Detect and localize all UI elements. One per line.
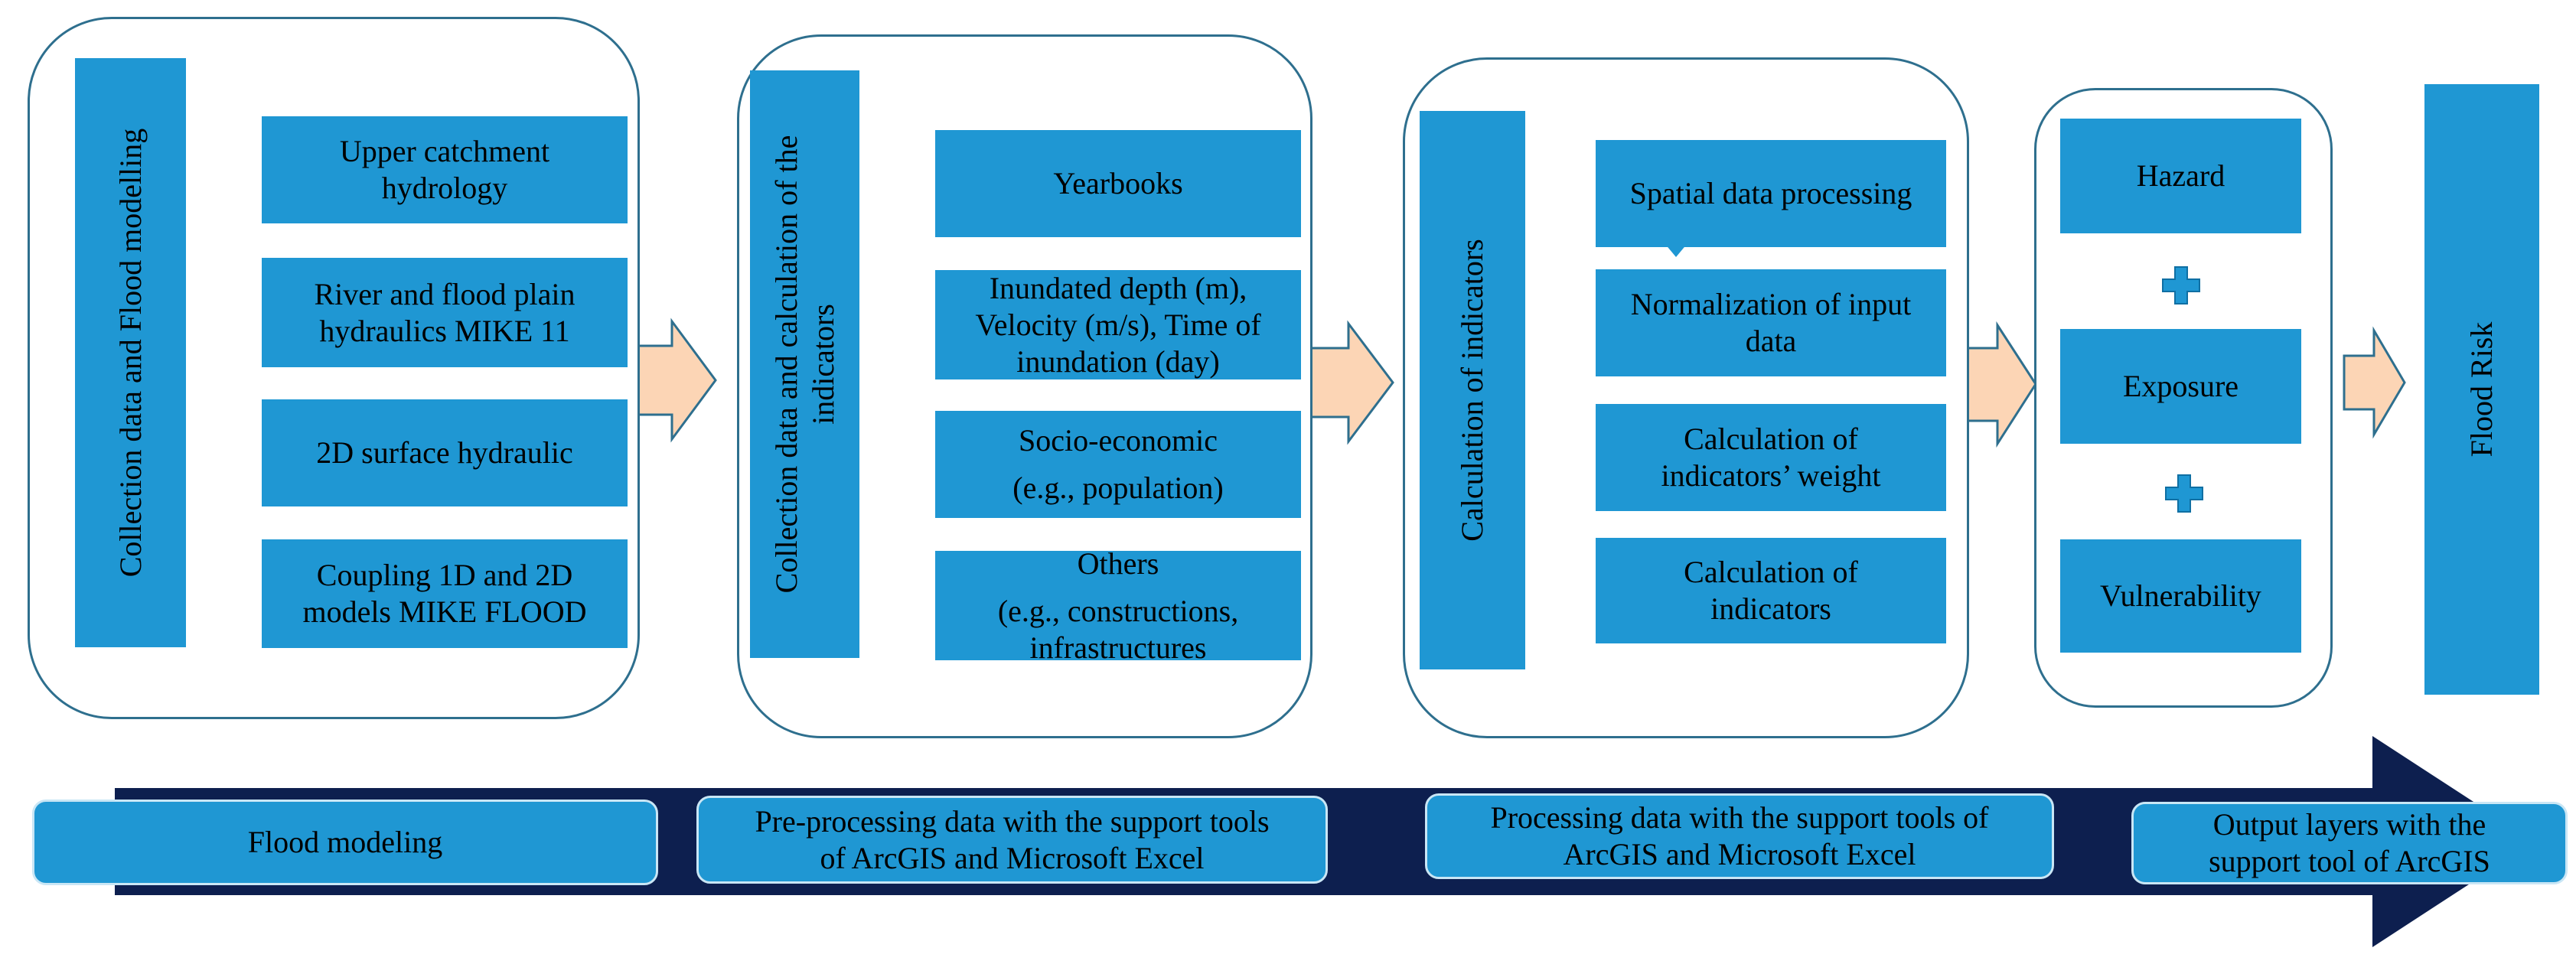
stage-pre-processing: Pre-processing data with the support too… [696,796,1328,884]
col1-title: Collection data and Flood modelling [112,128,148,578]
flood-risk-label: Flood Risk [2464,321,2499,458]
col3-item-1: Spatial data processing [1596,140,1946,247]
col2-item-3: Socio-economic(e.g., population) [935,411,1301,518]
col2-item-1: Yearbooks [935,130,1301,237]
col2-item-2: Inundated depth (m),Velocity (m/s), Time… [935,270,1301,379]
flow-arrow-4 [2343,326,2406,439]
col1-title-box: Collection data and Flood modelling [75,58,186,647]
vulnerability-box: Vulnerability [2060,539,2301,653]
flood-risk-box: Flood Risk [2424,84,2539,695]
col2-item-4: Others(e.g., constructions,infrastructur… [935,546,1301,665]
col3-title: Calculation of indicators [1455,239,1489,542]
exposure-box: Exposure [2060,329,2301,444]
flow-arrow-3 [1961,321,2037,448]
stage-flood-modeling: Flood modeling [32,800,658,885]
flow-arrow-1 [634,318,717,443]
callout-pointer [1665,243,1687,257]
plus-icon [2163,472,2206,515]
flow-arrow-2 [1309,320,1394,445]
col3-title-box: Calculation of indicators [1420,111,1525,669]
stage-processing: Processing data with the support tools o… [1425,793,2054,879]
hazard-box: Hazard [2060,119,2301,233]
col1-item-3: 2D surface hydraulic [262,399,628,506]
plus-icon [2160,264,2203,307]
